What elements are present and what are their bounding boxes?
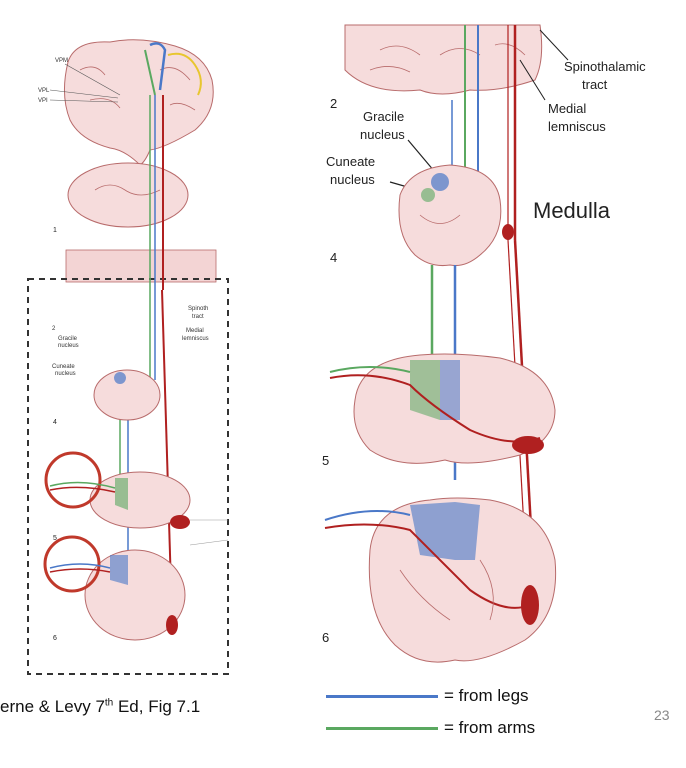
legend-legs-label: = from legs bbox=[444, 686, 529, 705]
right-panel: 2 Spinothalamic tract Medial lemniscus G… bbox=[322, 24, 646, 663]
label-spinothalamic: Spinothalamic bbox=[564, 59, 646, 74]
left-label-gracile: Gracile bbox=[58, 336, 78, 342]
caption-prefix: erne & Levy 7 bbox=[0, 697, 105, 716]
left-dashed-box bbox=[27, 278, 229, 675]
svg-text:lemniscus: lemniscus bbox=[548, 119, 606, 134]
svg-text:tract: tract bbox=[192, 314, 204, 320]
left-num-4: 4 bbox=[53, 419, 57, 426]
svg-text:nucleus: nucleus bbox=[360, 127, 405, 142]
slide-number: 23 bbox=[654, 707, 670, 723]
left-medulla bbox=[93, 369, 161, 421]
left-pons-block bbox=[65, 249, 217, 283]
label-gracile-nucleus: Gracile bbox=[363, 109, 404, 124]
region-title-medulla: Medulla bbox=[533, 198, 611, 223]
left-num-1: 1 bbox=[53, 227, 57, 234]
left-num-6: 6 bbox=[53, 635, 57, 642]
legend-arms-label: = from arms bbox=[444, 718, 536, 737]
right-medulla bbox=[398, 164, 502, 266]
svg-text:nucleus: nucleus bbox=[58, 343, 79, 349]
svg-text:nucleus: nucleus bbox=[330, 172, 375, 187]
left-brain-section bbox=[64, 39, 214, 166]
right-num-6: 6 bbox=[322, 630, 329, 645]
left-num-2: 2 bbox=[52, 326, 56, 332]
legend-line-arms bbox=[326, 727, 438, 731]
caption-suffix: Ed, Fig 7.1 bbox=[113, 697, 201, 716]
right-num-5: 5 bbox=[322, 453, 329, 468]
right-num-2: 2 bbox=[330, 96, 337, 111]
right-num-4: 4 bbox=[330, 250, 337, 265]
caption-superscript: th bbox=[104, 697, 114, 709]
label-medial-lemniscus: Medial bbox=[548, 101, 586, 116]
label-vpi: VPI bbox=[38, 98, 48, 104]
left-num-5: 5 bbox=[53, 535, 57, 542]
left-panel: VPM VPL VPI 1 2 Spinoth tract Medial lem… bbox=[27, 39, 229, 675]
svg-text:lemniscus: lemniscus bbox=[182, 336, 209, 342]
left-label-medial: Medial bbox=[186, 328, 204, 334]
left-label-cuneate: Cuneate bbox=[52, 364, 75, 370]
right-cord-6 bbox=[368, 497, 557, 663]
left-highlight-circle-upper bbox=[44, 451, 102, 509]
left-highlight-circle-lower bbox=[43, 535, 101, 593]
legend-legs: = from legs bbox=[326, 686, 529, 706]
left-midbrain bbox=[67, 162, 189, 228]
svg-text:nucleus: nucleus bbox=[55, 371, 76, 377]
left-label-spinoth: Spinoth bbox=[188, 306, 208, 312]
label-vpm: VPM bbox=[55, 58, 68, 64]
label-vpl: VPL bbox=[38, 88, 50, 94]
right-pons-section bbox=[344, 24, 543, 95]
legend-arms: = from arms bbox=[326, 718, 535, 738]
figure-caption: erne & Levy 7th Ed, Fig 7.1 bbox=[0, 697, 200, 717]
svg-text:tract: tract bbox=[582, 77, 608, 92]
legend-line-legs bbox=[326, 695, 438, 699]
label-cuneate-nucleus: Cuneate bbox=[326, 154, 375, 169]
